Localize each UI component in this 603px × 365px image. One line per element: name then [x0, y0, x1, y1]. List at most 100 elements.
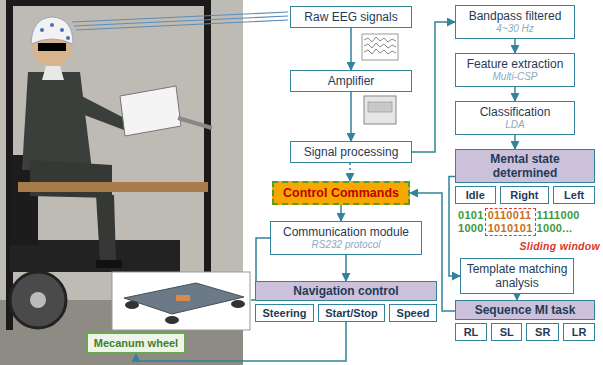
option-cell: LR: [563, 323, 595, 341]
group-panel: Navigation controlSteering Start/Stop Spee…: [255, 281, 437, 322]
bit-string: 1010101: [488, 222, 533, 235]
flow-arrow: [514, 135, 516, 149]
bit-column: 01011000: [458, 209, 484, 235]
node-label: SR: [530, 325, 555, 339]
process-box: Communication moduleRS232 protocol: [270, 221, 422, 255]
node-label: Speed: [393, 306, 433, 320]
sliding-window-box: 01100111010101: [485, 208, 536, 236]
node-label: Raw EEG signals: [295, 10, 407, 24]
node-label: Communication module: [275, 225, 417, 239]
eeg-cable: [76, 20, 288, 30]
node-label: Amplifier: [295, 74, 407, 88]
option-cell: Right: [500, 186, 550, 204]
platform-board: [176, 295, 190, 301]
sliding-window-note: Sliding window: [519, 240, 600, 253]
option-cell: RL: [455, 323, 487, 341]
platform: [124, 283, 244, 314]
node-label: LR: [567, 325, 591, 339]
bit-string: 0110011: [488, 209, 533, 222]
option-cell: SL: [491, 323, 522, 341]
node-label: Sequence MI task: [455, 300, 595, 320]
electrode: [66, 36, 70, 40]
amplifier-icon: [364, 96, 396, 124]
option-cell: Idle: [455, 186, 496, 204]
node-label: Navigation control: [255, 281, 437, 301]
process-box: Raw EEG signals: [290, 6, 412, 28]
node-label: Start/Stop: [322, 306, 381, 320]
output-box: Mecanum wheel: [86, 332, 186, 354]
platform-inset: [112, 272, 250, 330]
command-box: Control Commands: [272, 181, 410, 205]
node-label: Control Commands: [278, 186, 404, 200]
bit-column: 11110001000...: [537, 209, 580, 235]
tablet-arm: [178, 118, 212, 128]
node-subtext: LDA: [460, 119, 570, 131]
node-label: Classification: [460, 105, 570, 119]
amplifier-panel: [368, 102, 392, 112]
node-label: Bandpass filtered: [460, 9, 570, 23]
bit-string: 1000: [458, 222, 484, 235]
node-label: Mental state determined: [455, 149, 595, 183]
eeg-cap: [31, 17, 73, 44]
node-label: Template matching analysis: [465, 262, 569, 290]
shirt-collar: [42, 66, 64, 80]
node-label: Mecanum wheel: [92, 336, 180, 350]
node-label: SL: [495, 325, 518, 339]
node-subtext: RS232 protocol: [275, 239, 417, 251]
process-box: Feature extractionMulti-CSP: [455, 53, 575, 87]
process-box: Bandpass filtered4~30 Hz: [455, 5, 575, 39]
electrode: [60, 28, 64, 32]
bit-string: 1000...: [537, 222, 580, 235]
flow-arrow: [412, 22, 455, 152]
platform-wheel: [165, 316, 179, 324]
tablet: [120, 86, 181, 136]
shoe: [96, 260, 122, 268]
person-arm: [66, 90, 128, 130]
flow-arrow: [514, 39, 516, 53]
node-label: Feature extraction: [460, 57, 570, 71]
flow-arrow: [350, 92, 352, 141]
person-legs: [30, 160, 112, 198]
person-shins: [96, 195, 116, 262]
process-box: Signal processing: [290, 141, 412, 163]
option-cell: Start/Stop: [318, 304, 385, 322]
option-cell: Steering: [255, 304, 314, 322]
node-label: RL: [459, 325, 483, 339]
node-label: Signal processing: [295, 145, 407, 159]
flow-arrow: [350, 28, 352, 70]
eeg-trace: [364, 43, 396, 48]
process-box: Amplifier: [290, 70, 412, 92]
node-label: Right: [504, 188, 546, 202]
platform-wheel: [125, 301, 139, 309]
face-mask: [38, 43, 66, 51]
node-label: Steering: [259, 306, 310, 320]
bit-string: 0101: [458, 209, 484, 222]
node-label: Idle: [459, 188, 492, 202]
process-box: Template matching analysis: [460, 258, 574, 294]
option-cell: Left: [553, 186, 595, 204]
option-cell: Speed: [389, 304, 437, 322]
flow-arrow: [340, 205, 342, 221]
process-box: ClassificationLDA: [455, 101, 575, 135]
mecanum-wheel-photo: [10, 272, 66, 328]
group-panel: Mental state determinedIdle Right Left: [455, 149, 595, 204]
eeg-trace: [364, 49, 396, 54]
frame-bar: [6, 0, 211, 6]
electrode: [40, 28, 44, 32]
node-label: Left: [557, 188, 591, 202]
person-body: [22, 72, 92, 170]
eeg-trace: [364, 37, 396, 42]
platform-wheel: [231, 300, 245, 308]
flow-arrow: [349, 163, 351, 181]
node-subtext: 4~30 Hz: [460, 23, 570, 35]
group-panel: Sequence MI taskRL SL SR LR: [455, 300, 595, 341]
electrode: [50, 23, 54, 27]
node-subtext: Multi-CSP: [460, 71, 570, 83]
bit-string: 1111000: [537, 209, 580, 222]
bit-sequence: 01011000 01100111010101 11110001000...: [458, 209, 580, 236]
wooden-tray: [18, 182, 208, 192]
callout-note: Sliding window: [519, 240, 600, 253]
flow-arrow: [514, 87, 516, 101]
flow-arrow: [345, 255, 347, 281]
